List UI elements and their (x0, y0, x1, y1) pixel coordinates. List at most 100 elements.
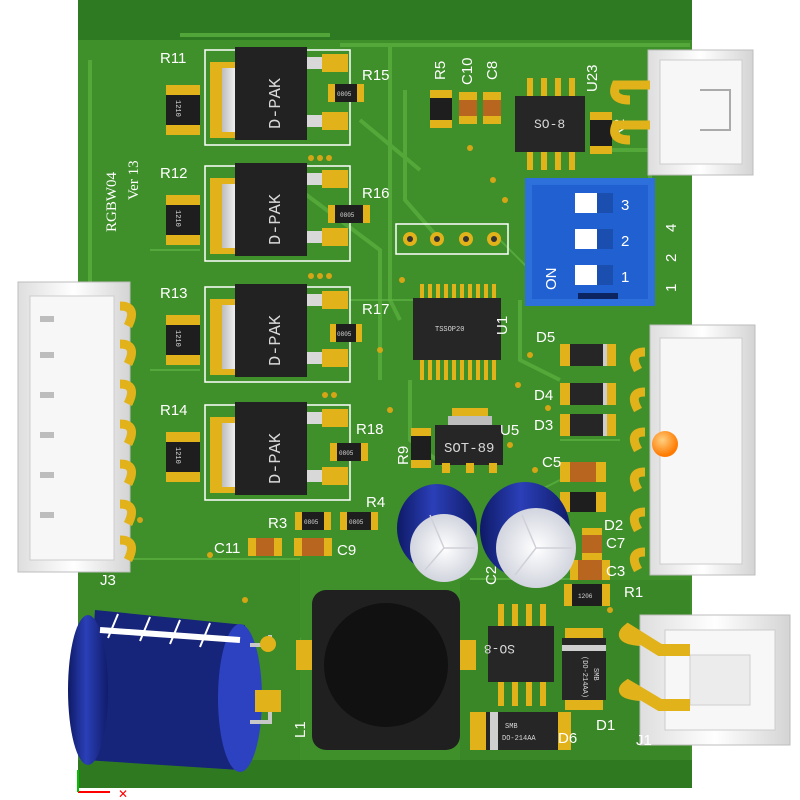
connector-right (629, 324, 756, 576)
label-c8: C8 (484, 61, 501, 80)
label-d2: D2 (604, 517, 623, 534)
label-r5: R5 (432, 61, 449, 80)
resistor-r13: 1210 (166, 315, 200, 365)
svg-text:(DO-214AA): (DO-214AA) (580, 656, 588, 698)
dpak-q1: D-PAK (204, 47, 351, 146)
resistor-r11: 1210 (166, 85, 200, 135)
diode-d1: SMB (DO-214AA) (562, 628, 606, 710)
label-u23: U23 (584, 64, 601, 92)
resistor-r5 (430, 90, 452, 128)
electrolytic-cap-c2 (480, 482, 576, 588)
ic-so8-bottom: SO-8 (484, 604, 554, 706)
dip-num-3: 3 (621, 197, 629, 214)
resistor-r1: 1206 (564, 584, 610, 606)
origin-axes: ✕ (77, 770, 128, 800)
dpak-q2: D-PAK (204, 163, 351, 262)
dip-switch: ON 3 2 1 (525, 178, 655, 306)
dpak-q3: D-PAK (204, 284, 351, 383)
svg-text:0805: 0805 (337, 331, 352, 338)
svg-text:0805: 0805 (340, 212, 355, 219)
capacitor-c10 (459, 92, 477, 124)
resistor-r9 (411, 428, 431, 468)
label-c11: C11 (214, 540, 240, 557)
vias (137, 145, 613, 613)
dip-side-4: 4 (663, 224, 680, 232)
resistor-r3: 0805 (295, 512, 331, 530)
pin-header-4 (395, 223, 509, 255)
label-r1: R1 (624, 584, 643, 601)
label-r16: R16 (362, 185, 390, 202)
label-r11: R11 (160, 50, 186, 67)
diode-d4 (560, 383, 616, 405)
label-c2: C2 (483, 566, 500, 585)
svg-text:0805: 0805 (339, 450, 354, 457)
diode-d6: SMB DO-214AA (470, 712, 571, 750)
dip-on-label: ON (543, 268, 560, 291)
svg-text:D-PAK: D-PAK (267, 432, 286, 484)
label-l1: L1 (292, 721, 309, 738)
label-j1: J1 (636, 732, 652, 749)
resistor-r2 (590, 112, 612, 154)
board-version: Ver 13 (126, 160, 142, 200)
label-c5: C5 (542, 454, 561, 471)
dpak-q4: D-PAK (204, 402, 351, 501)
connector-j1 (619, 614, 791, 746)
svg-text:1210: 1210 (173, 447, 181, 464)
label-d4: D4 (534, 387, 553, 404)
label-j3: J3 (100, 572, 116, 589)
svg-text:1210: 1210 (173, 210, 181, 227)
label-c7: C7 (606, 535, 625, 552)
diode-d3 (560, 414, 616, 436)
diode-d5 (560, 344, 616, 366)
svg-text:SO-8: SO-8 (484, 641, 515, 656)
svg-text:D-PAK: D-PAK (267, 314, 286, 366)
label-r4: R4 (366, 494, 385, 511)
svg-text:0805: 0805 (304, 519, 319, 526)
svg-text:SMB: SMB (591, 668, 599, 681)
svg-text:1210: 1210 (173, 330, 181, 347)
svg-text:TSSOP20: TSSOP20 (435, 326, 464, 334)
svg-text:D-PAK: D-PAK (267, 77, 286, 129)
capacitor-c9 (294, 538, 332, 556)
capacitor-c11 (248, 538, 282, 556)
dip-side-2: 2 (663, 254, 680, 262)
svg-text:D-PAK: D-PAK (267, 193, 286, 245)
label-d1: D1 (596, 717, 615, 734)
dip-num-2: 2 (621, 233, 629, 250)
label-r15: R15 (362, 67, 390, 84)
svg-text:SMB: SMB (505, 723, 518, 731)
capacitor-c5 (560, 462, 606, 482)
svg-text:1206: 1206 (578, 593, 593, 600)
resistor-r18: 0805 (330, 443, 368, 461)
capacitor-c7 (582, 528, 602, 560)
resistor-r16: 0805 (328, 205, 370, 223)
inductor-l1 (296, 590, 476, 750)
board-name: RGBW04 (104, 172, 120, 233)
label-r9: R9 (395, 446, 412, 465)
resistor-r4: 0805 (340, 512, 378, 530)
led-indicator (652, 431, 678, 457)
resistor-r15: 0805 (328, 84, 364, 102)
svg-text:SOT-89: SOT-89 (444, 441, 494, 457)
svg-text:DO-214AA: DO-214AA (502, 735, 536, 743)
electrolytic-cap-left (397, 484, 478, 582)
svg-text:SO-8: SO-8 (534, 117, 565, 132)
label-c9: C9 (337, 542, 356, 559)
svg-text:0805: 0805 (349, 519, 364, 526)
resistor-r12: 1210 (166, 195, 200, 245)
label-u5: U5 (500, 422, 519, 439)
label-d6: D6 (558, 730, 577, 747)
label-r3: R3 (268, 515, 287, 532)
ic-tssop-u1: TSSOP20 (413, 284, 501, 380)
resistor-r14: 1210 (166, 432, 200, 482)
label-c10: C10 (459, 57, 476, 85)
svg-text:1210: 1210 (173, 100, 181, 117)
label-r18: R18 (356, 421, 384, 438)
capacitor-c3 (570, 560, 610, 580)
label-c3: C3 (606, 563, 625, 580)
ic-so8-u23: SO-8 (515, 78, 585, 170)
dip-num-1: 1 (621, 269, 629, 286)
ic-sot89-u5: SOT-89 (435, 408, 503, 473)
capacitor-c8 (483, 92, 501, 124)
